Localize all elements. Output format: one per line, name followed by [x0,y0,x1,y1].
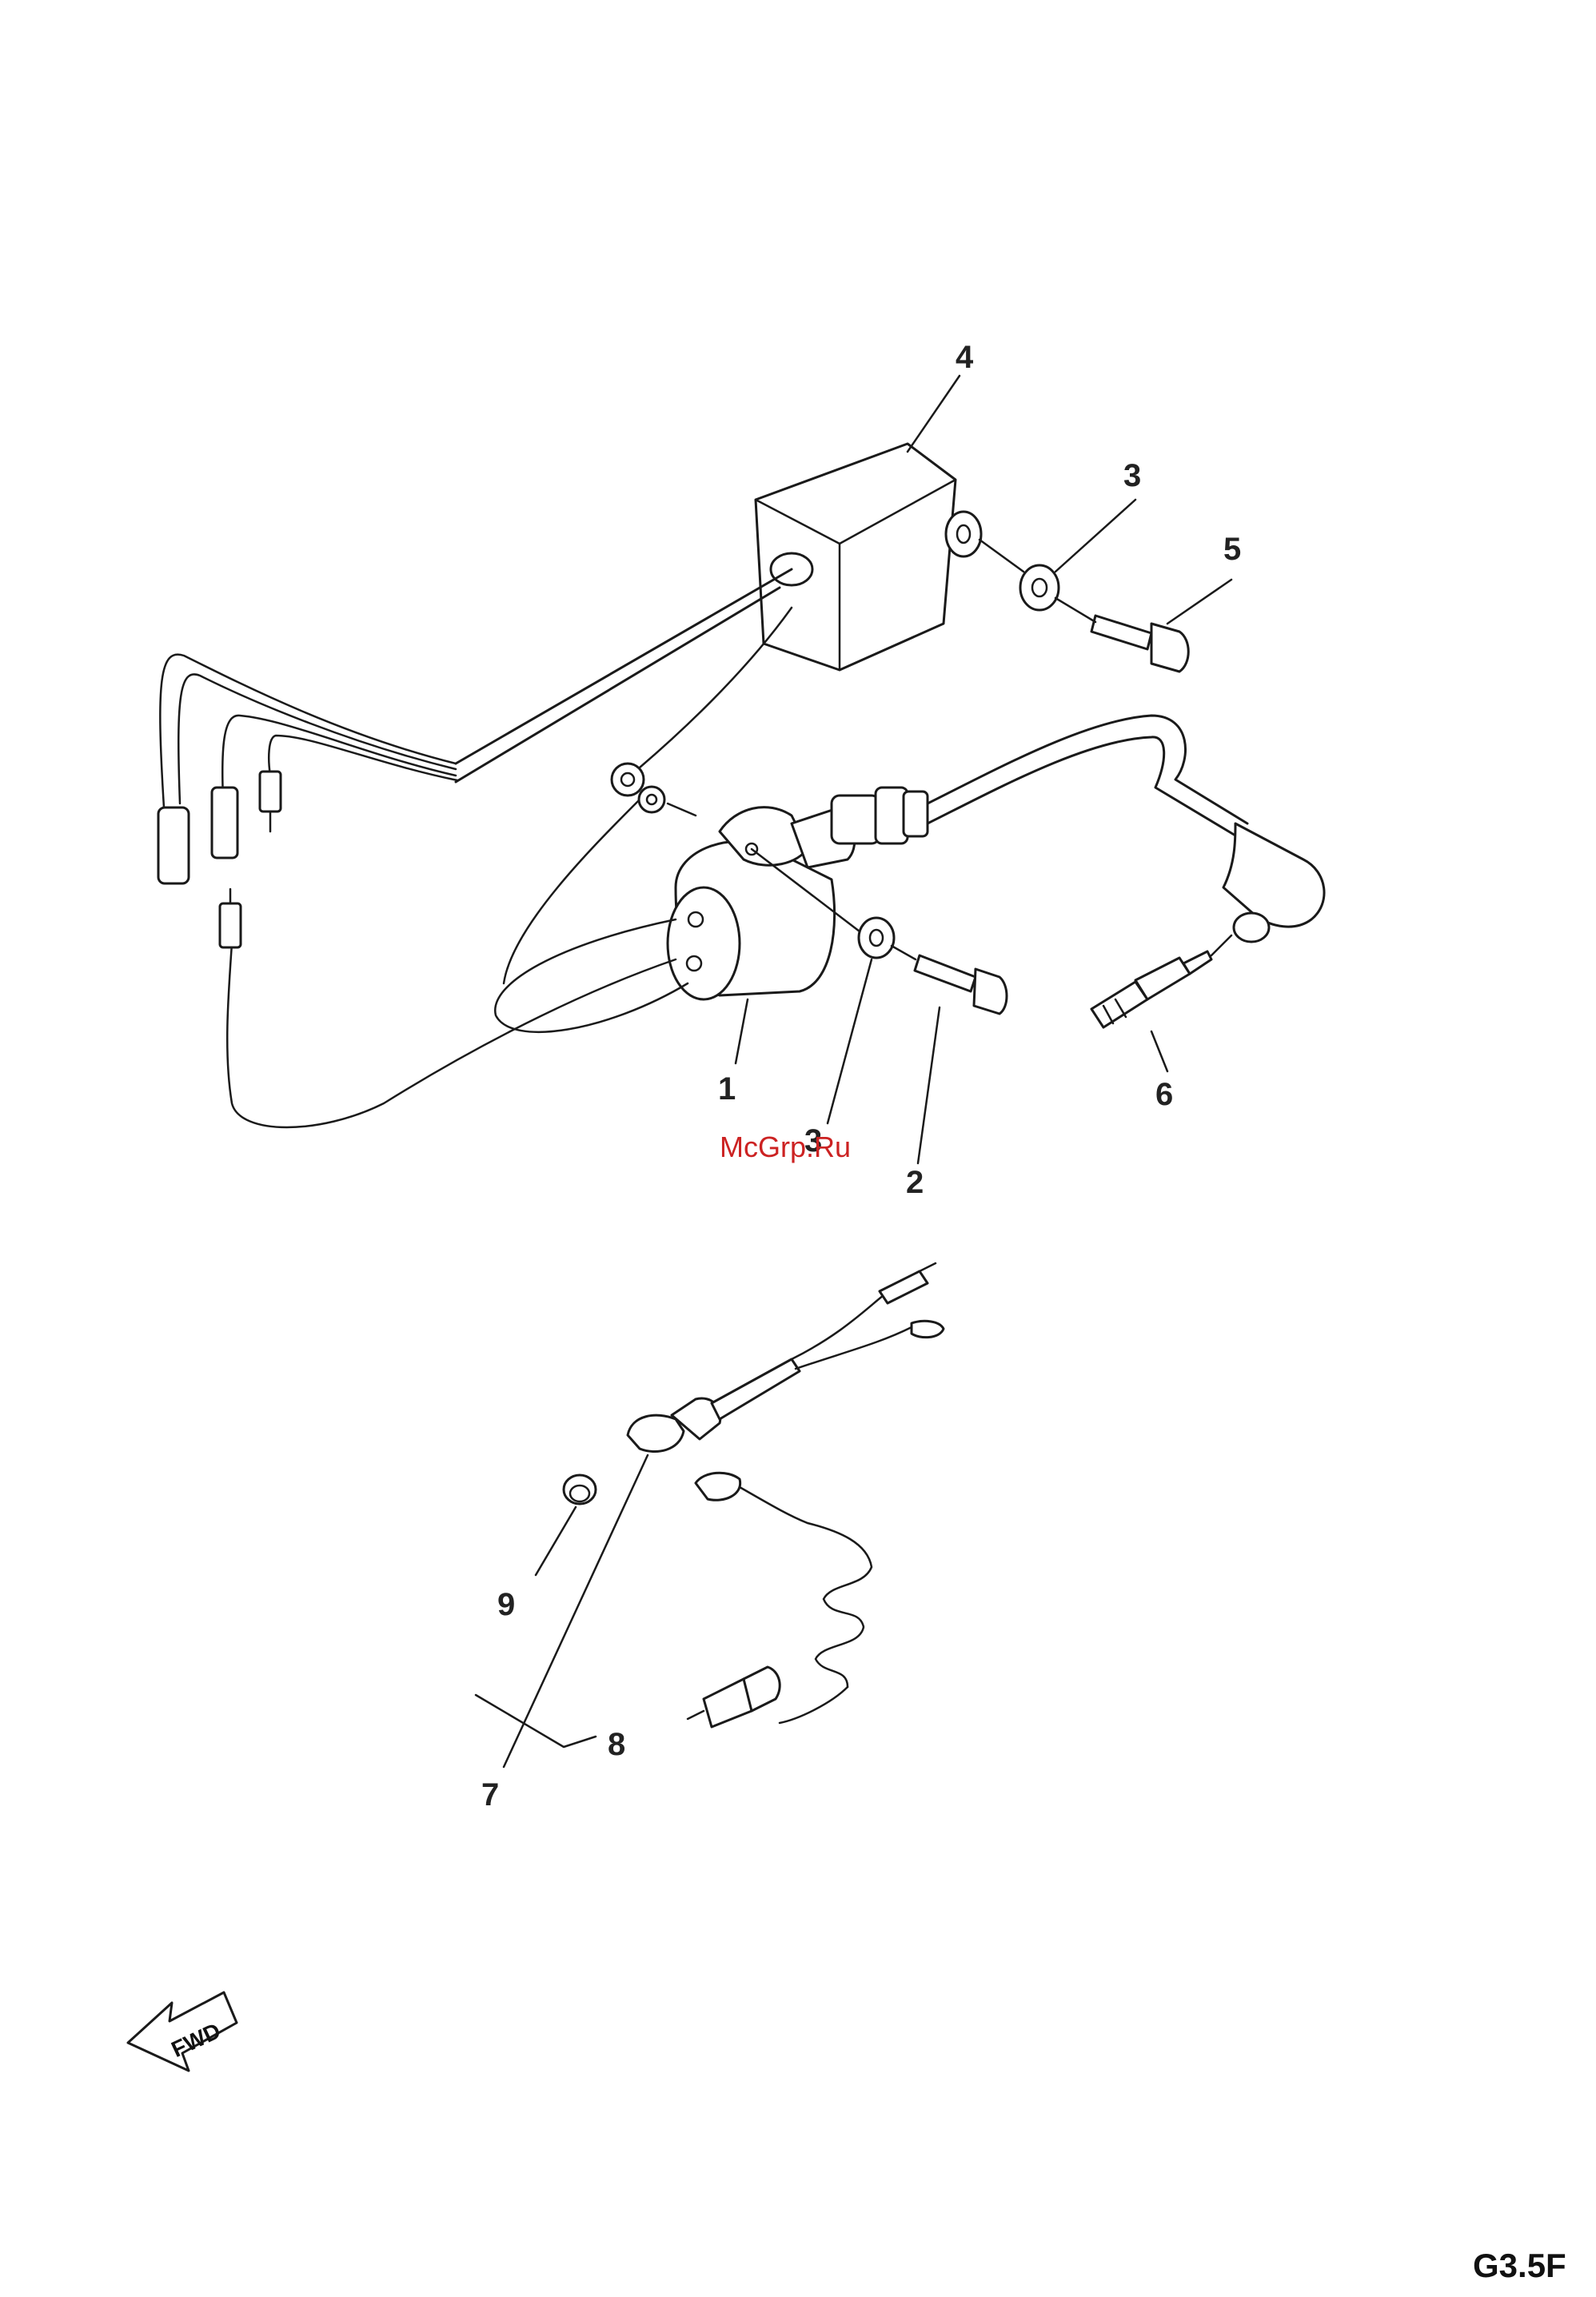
cdi-unit [756,444,981,670]
watermark-text: McGrp.Ru [720,1131,851,1163]
callout-2: 2 [906,1165,924,1200]
ignition-coil [668,788,928,999]
callout-6: 6 [1155,1077,1173,1112]
callout-3-upper: 3 [1123,458,1141,493]
callout-8: 8 [608,1727,625,1762]
coil-wires [220,787,688,1127]
lanyard [688,1473,872,1727]
callout-4: 4 [956,340,974,375]
page-code: G3.5F [1473,2247,1566,2284]
washer-lower [859,918,894,958]
callout-5: 5 [1223,532,1241,567]
high-tension-lead [928,716,1324,942]
cdi-wire-harness [158,569,792,883]
washer-upper [1020,565,1059,610]
bolt-lower [915,955,1007,1014]
fwd-arrow-icon: FWD [128,1992,237,2071]
spark-plug [1091,951,1211,1027]
callout-7: 7 [481,1777,499,1812]
bolt-upper [1091,616,1188,672]
switch-clip [564,1475,596,1504]
callout-1: 1 [718,1071,736,1107]
stop-switch [628,1263,944,1452]
callout-9: 9 [497,1587,515,1622]
